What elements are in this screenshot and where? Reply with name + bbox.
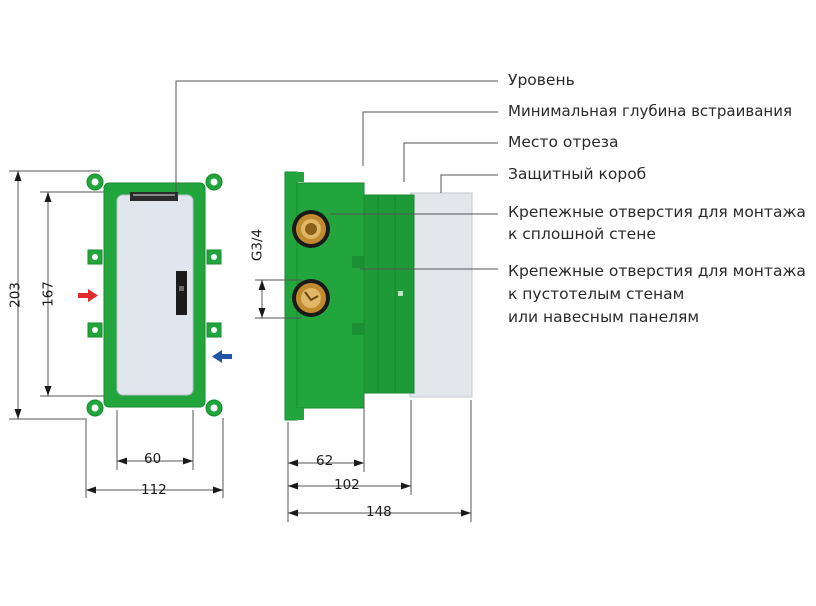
dim-inner-height: 167 [40,281,57,307]
dim-depth-min: 62 [316,453,334,469]
cold-inlet-arrow [212,350,232,363]
mounting-lugs [86,173,223,417]
leader-lines [175,80,498,270]
label-hollow-wall-line1: Крепежные отверстия для монтажа [508,262,806,280]
label-cut-place: Место отреза [508,133,619,151]
side-view [284,171,473,421]
label-solid-wall-line1: Крепежные отверстия для монтажа [508,203,806,221]
rear-body [361,194,415,394]
hot-inlet-arrow [78,289,98,302]
side-clip [176,271,187,315]
label-protective-box: Защитный короб [508,165,647,183]
dimension-lines [9,170,472,522]
label-solid-wall-line2: к сплошной стене [508,225,656,243]
label-min-depth: Минимальная глубина встраивания [508,102,792,120]
upper-brass-fitting [292,210,330,248]
dim-inner-width: 60 [144,451,162,467]
label-hollow-wall-line3: или навесным панелям [508,308,700,326]
dim-total-width: 112 [141,482,167,498]
dim-total-height: 203 [7,282,24,308]
dim-depth-total: 148 [366,504,392,520]
lower-brass-fitting [292,279,330,317]
protective-box [409,192,473,398]
label-hollow-wall-line2: к пустотелым стенам [508,285,685,303]
level-slot [130,192,178,201]
dim-thread: G3/4 [249,228,266,262]
front-view [78,173,232,417]
label-level: Уровень [508,71,575,89]
dimension-arrows [14,171,471,517]
dim-depth-cut: 102 [334,477,360,493]
